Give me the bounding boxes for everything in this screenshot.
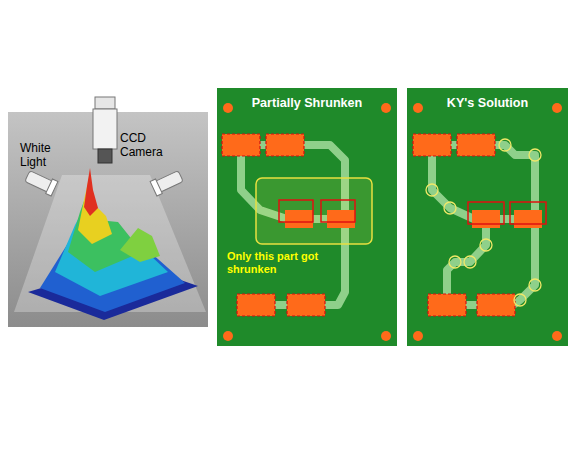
pcb-board: Partially ShrunkenOnly this part got shr… — [217, 88, 397, 346]
inspection-panel: White Light CCD Camera — [8, 112, 208, 327]
inspection-illustration — [8, 97, 208, 327]
pcb-board — [407, 88, 568, 346]
heatmap-layer — [120, 228, 160, 262]
camera-top — [95, 97, 115, 109]
original-pad-outline — [468, 202, 546, 224]
board-title: KY's Solution — [407, 96, 568, 110]
shrunk-region — [256, 178, 372, 244]
pcb-board — [217, 88, 397, 346]
board-ground — [217, 88, 397, 346]
fiducial-dots — [413, 103, 562, 341]
original-pad-outline — [279, 200, 355, 222]
light-fixture — [24, 169, 58, 196]
camera-body — [93, 109, 117, 149]
camera-lens — [98, 149, 112, 163]
light-fixture — [150, 169, 184, 196]
pads — [413, 134, 542, 316]
board-ground — [407, 88, 568, 346]
light-label: White Light — [20, 142, 64, 170]
pads — [222, 134, 355, 316]
camera-label: CCD Camera — [120, 132, 172, 160]
pcb-board: KY's Solution — [407, 88, 568, 346]
board-title: Partially Shrunken — [217, 96, 397, 110]
note-text: Only this part got shrunken — [227, 250, 339, 275]
fiducial-dots — [223, 103, 391, 341]
heatmap-peak — [84, 168, 98, 216]
adjust-points — [426, 139, 541, 306]
